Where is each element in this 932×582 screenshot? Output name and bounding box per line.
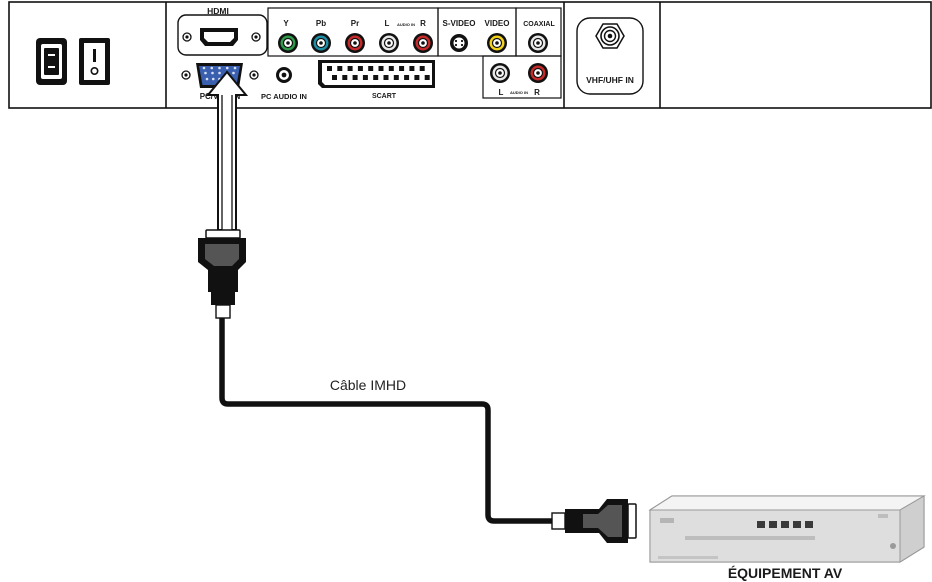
- pr-label: Pr: [351, 19, 359, 28]
- video-label: VIDEO: [485, 19, 510, 28]
- cable-connector-bottom-icon: [551, 499, 637, 543]
- audio-l-jack-icon: [379, 33, 399, 53]
- device-label: ÉQUIPEMENT AV: [728, 565, 843, 581]
- coaxial-jack-icon: [528, 33, 548, 53]
- video-jacks: S-VIDEO VIDEO COAXIAL: [437, 7, 562, 57]
- component-jacks: Y Pb Pr L AUDIO IN R: [267, 7, 439, 57]
- pb-jack-icon: [311, 33, 331, 53]
- audio-r-jack-icon: [413, 33, 433, 53]
- power-switch-icon: [79, 38, 110, 85]
- y-jack-icon: [278, 33, 298, 53]
- device-buttons: [757, 521, 813, 528]
- audio-in2-label: AUDIO IN: [510, 90, 528, 95]
- audio-l-label: L: [385, 19, 390, 28]
- y-label: Y: [283, 19, 289, 28]
- cable-label: Câble IMHD: [330, 377, 406, 393]
- scart-port-icon: [318, 60, 435, 88]
- up-arrow-icon: [205, 70, 249, 231]
- pc-audio-label: PC AUDIO IN: [261, 92, 307, 101]
- cable-connector-top-icon: [198, 229, 246, 319]
- power-socket-icon: [36, 38, 67, 85]
- audio-r-label: R: [420, 19, 426, 28]
- svideo-label: S-VIDEO: [443, 19, 476, 28]
- hdmi-port-group: HDMI: [177, 6, 268, 56]
- hdmi-port-icon: [200, 28, 238, 46]
- antenna-group: VHF/UHF IN: [576, 17, 644, 95]
- pc-audio-jack-icon: [276, 67, 292, 83]
- svideo-port-icon: [450, 34, 468, 52]
- pc-audio-group: PC AUDIO IN: [261, 67, 307, 101]
- hdmi-cable: Câble IMHD: [219, 318, 552, 524]
- hdmi-label: HDMI: [207, 6, 229, 16]
- tv-back-panel: [8, 1, 932, 109]
- audio-l2-label: L: [499, 88, 504, 97]
- audio-in-label: AUDIO IN: [397, 22, 415, 27]
- scart-group: SCART: [318, 60, 435, 100]
- coaxial-label: COAXIAL: [523, 21, 555, 28]
- scart-label: SCART: [372, 93, 397, 100]
- pr-jack-icon: [345, 33, 365, 53]
- vhf-label: VHF/UHF IN: [586, 75, 634, 85]
- av-equipment-icon: ÉQUIPEMENT AV: [648, 495, 926, 581]
- audio-r2-jack-icon: [528, 63, 548, 83]
- audio-in-2-group: L AUDIO IN R: [482, 55, 562, 99]
- pb-label: Pb: [316, 19, 326, 28]
- audio-r2-label: R: [534, 88, 540, 97]
- antenna-jack-icon: [595, 23, 625, 49]
- video-jack-icon: [487, 33, 507, 53]
- audio-l2-jack-icon: [490, 63, 510, 83]
